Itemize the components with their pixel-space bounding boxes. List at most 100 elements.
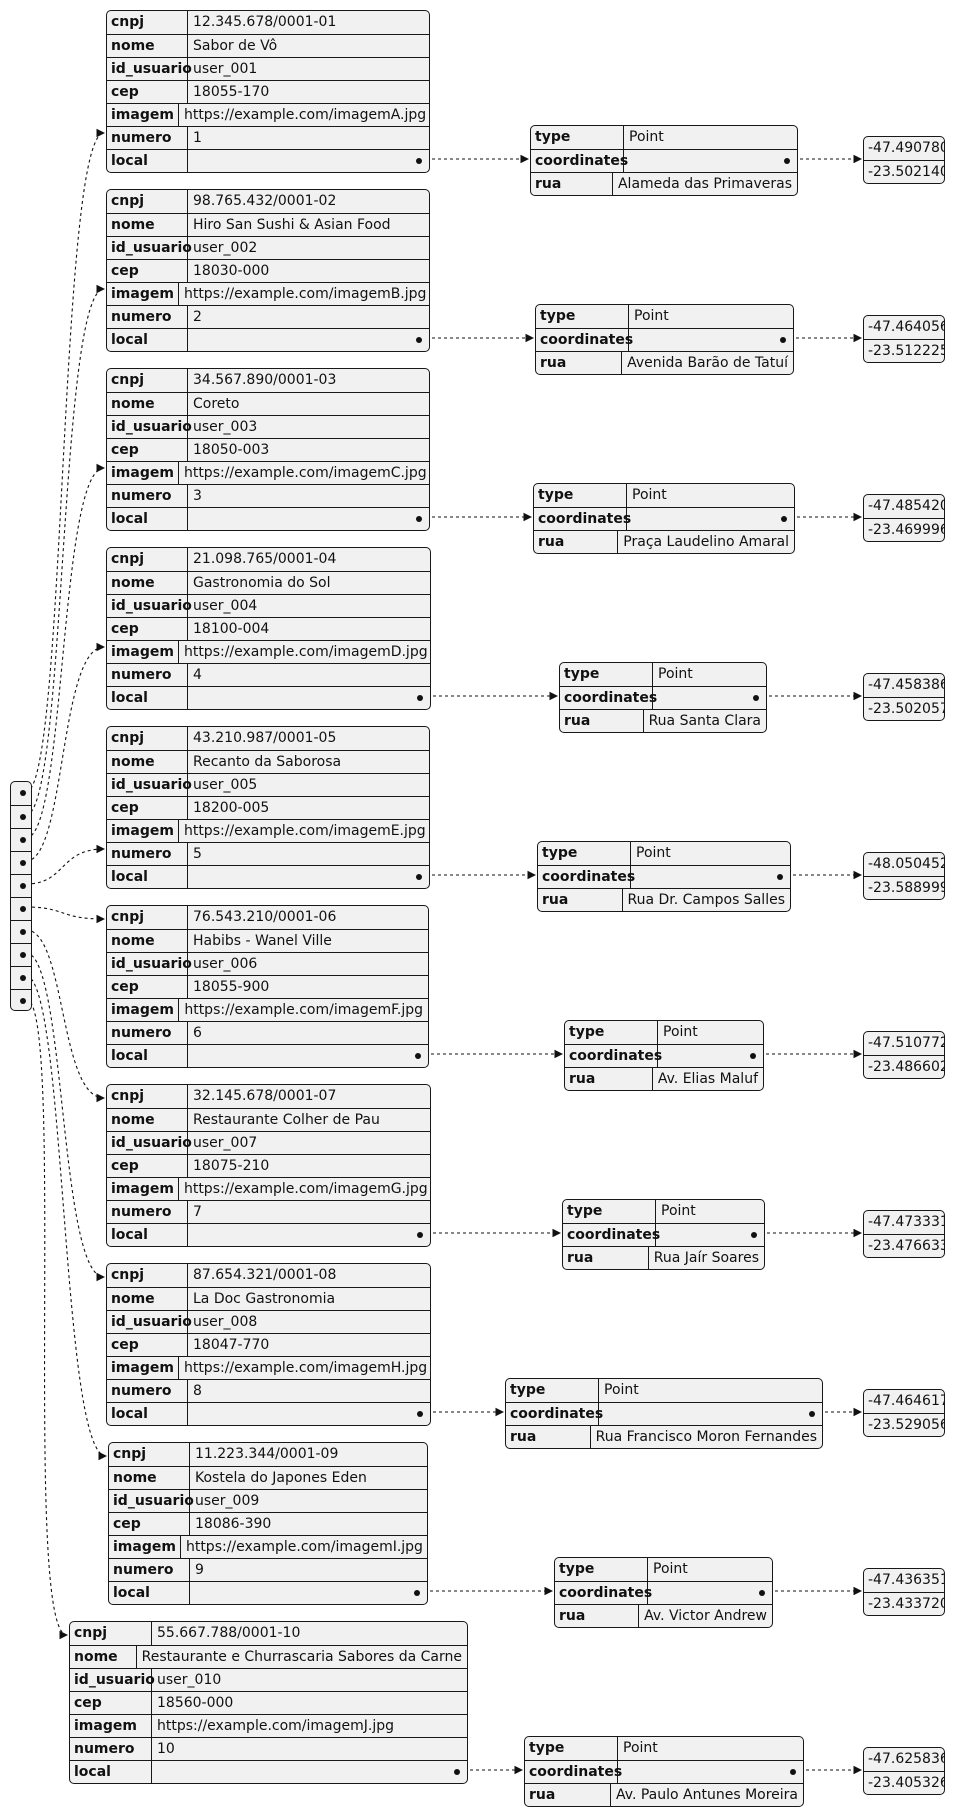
cnpj-key: cnpj [107, 11, 188, 34]
rua-key: rua [534, 531, 619, 553]
root-array-item-dot [20, 906, 26, 912]
imagem-key: imagem [107, 104, 179, 126]
rua-value: Rua Jaír Soares [653, 1250, 759, 1266]
rua-key: rua [506, 1426, 591, 1448]
local-value [188, 150, 429, 172]
type-value: Point [636, 845, 671, 861]
longitude-value: -47.436351 [868, 1572, 945, 1588]
local-value [190, 1582, 427, 1604]
connector-edge [25, 463, 106, 839]
local-key: local [107, 1403, 188, 1425]
local-row: local [107, 507, 429, 530]
coordinates-array: -47.625836-23.405326 [863, 1747, 945, 1795]
nome-value: Restaurante e Churrascaria Sabores da Ca… [141, 1649, 462, 1665]
rua-key: rua [560, 710, 644, 732]
cep-value: 18560-000 [157, 1695, 234, 1711]
id-usuario-key: id_usuario [107, 416, 192, 438]
latitude-value: -23.469996 [864, 518, 944, 541]
nome-value: Habibs - Wanel Ville [193, 933, 332, 949]
cnpj-value: 21.098.765/0001-04 [193, 551, 337, 567]
connector-edge [25, 906, 106, 924]
root-array-item-dot [20, 883, 26, 889]
nome-value: Restaurante Colher de Pau [193, 1112, 380, 1128]
cep-value: 18050-003 [193, 442, 270, 458]
rua-key: rua [538, 889, 623, 911]
nome-key: nome [107, 1109, 188, 1131]
local-value [188, 1045, 428, 1067]
type-value: Point [634, 308, 669, 324]
coordinates-link-dot [750, 1053, 756, 1059]
rua-key: rua [536, 352, 623, 374]
latitude-value: -23.502057 [864, 697, 944, 720]
local-value [188, 866, 429, 888]
longitude-value: -47.490780 [868, 140, 945, 156]
rua-value: Rua Santa Clara [648, 713, 761, 729]
cnpj-value: 98.765.432/0001-02 [193, 193, 337, 209]
root-array-item [11, 920, 31, 943]
imagem-key: imagem [107, 1357, 179, 1379]
imagem-key: imagem [109, 1536, 181, 1558]
imagem-key: imagem [70, 1715, 152, 1737]
coordinates-link-dot [784, 158, 790, 164]
nome-value: Recanto da Saborosa [193, 754, 342, 770]
coordinates-key: coordinates [536, 329, 633, 351]
coordinates-link-dot [790, 1769, 796, 1775]
coordinates-array: -47.485420-23.469996 [863, 494, 945, 542]
id-usuario-key: id_usuario [107, 595, 192, 617]
type-value: Point [661, 1203, 696, 1219]
cnpj-value: 11.223.344/0001-09 [195, 1446, 339, 1462]
id-usuario-key: id_usuario [70, 1669, 155, 1691]
local-value [188, 1403, 430, 1425]
id-usuario-value: user_010 [157, 1672, 222, 1688]
rua-key: rua [565, 1068, 653, 1090]
id-usuario-value: user_005 [193, 777, 258, 793]
local-value [188, 687, 430, 709]
latitude-value: -23.529056 [864, 1413, 944, 1436]
type-value: Point [623, 1740, 658, 1756]
longitude-value: -47.473331 [868, 1214, 945, 1230]
latitude-value: -23.512225 [864, 339, 944, 362]
local-link-dot [416, 337, 422, 343]
coordinates-link-dot [751, 1232, 757, 1238]
cnpj-key: cnpj [107, 1085, 188, 1108]
cep-key: cep [107, 260, 188, 282]
cep-key: cep [107, 976, 188, 998]
imagem-value: https://example.com/imagemE.jpg [183, 823, 426, 839]
coordinates-row: coordinates [531, 149, 797, 172]
local-link-dot [416, 516, 422, 522]
numero-key: numero [107, 843, 188, 865]
type-value: Point [632, 487, 667, 503]
nome-value: Gastronomia do Sol [193, 575, 331, 591]
imagem-value: https://example.com/imagemJ.jpg [157, 1718, 394, 1734]
numero-value: 10 [157, 1741, 175, 1757]
coordinates-key: coordinates [555, 1582, 652, 1604]
coordinates-link-dot [753, 695, 759, 701]
imagem-value: https://example.com/imagemF.jpg [184, 1002, 423, 1018]
cnpj-value: 12.345.678/0001-01 [193, 14, 337, 30]
local-link-dot [415, 1053, 421, 1059]
nome-value: Kostela do Japones Eden [195, 1470, 367, 1486]
connector-edge [25, 284, 106, 816]
cnpj-value: 87.654.321/0001-08 [193, 1267, 337, 1283]
cep-key: cep [107, 1334, 188, 1356]
